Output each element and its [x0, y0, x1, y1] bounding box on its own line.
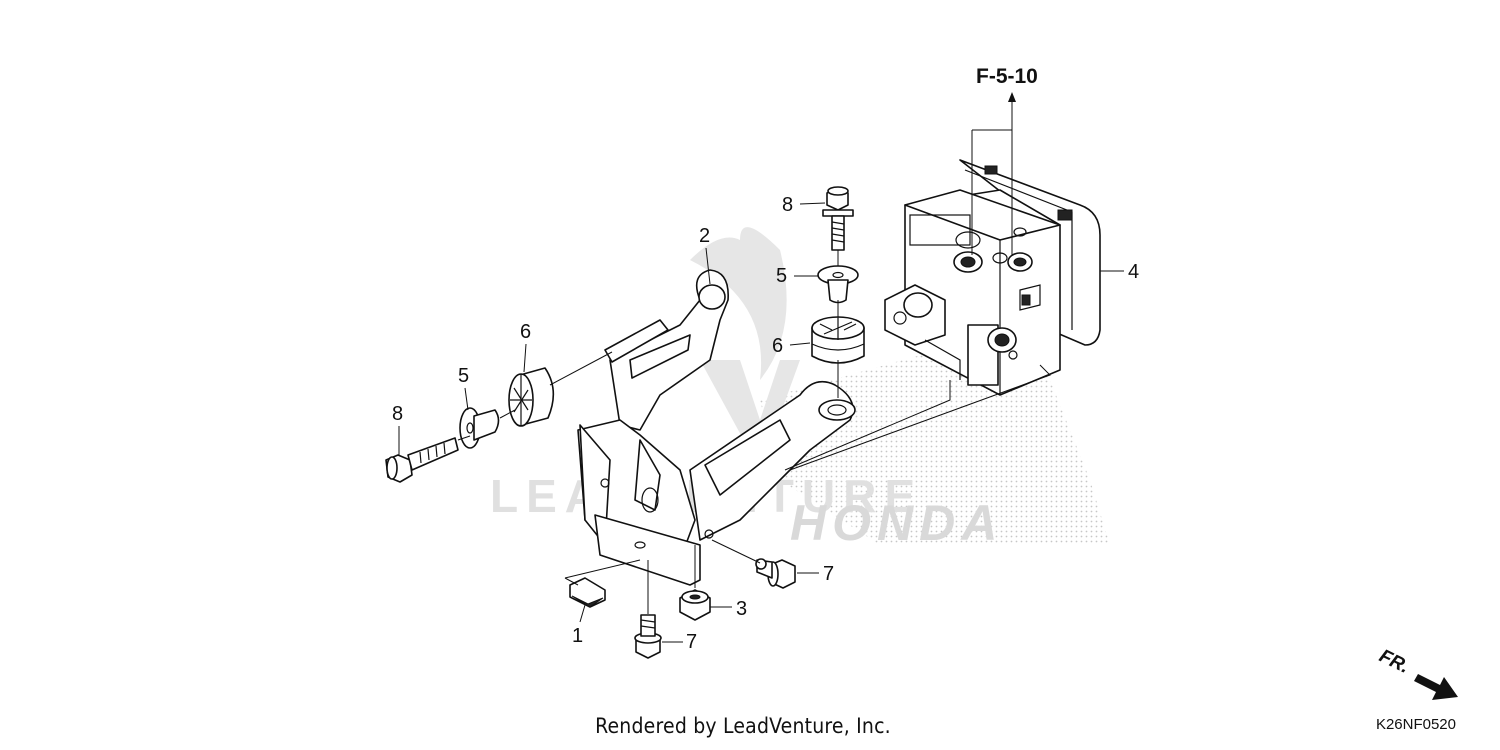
- clip-part-1: [569, 577, 606, 608]
- footer-text: Rendered by LeadVenture, Inc.: [595, 714, 891, 738]
- callout-7-right: 7: [823, 563, 834, 585]
- grommet-part-6-top: [811, 316, 865, 364]
- bolt-part-7-bottom: [634, 614, 662, 659]
- bolt-part-8-top: [822, 186, 854, 251]
- rendered-by-footer: Rendered by LeadVenture, Inc.: [0, 714, 1500, 738]
- abs-modulator-part-4: [884, 159, 1101, 396]
- bolt-part-7-right: [755, 558, 796, 589]
- front-arrow-icon: [1414, 674, 1458, 700]
- bracket-part-2: [577, 269, 1051, 586]
- nut-part-3: [679, 589, 711, 621]
- watermark-honda-text: HONDA: [790, 495, 1003, 551]
- front-direction-indicator: FR.: [1376, 646, 1458, 700]
- callout-2: 2: [699, 225, 710, 247]
- grommet-part-6-left: [508, 367, 555, 427]
- callout-4: 4: [1128, 261, 1139, 283]
- callout-3: 3: [736, 598, 747, 620]
- callouts: 1 2 3 4 5 5 6 6 7 7 8 8: [392, 194, 1139, 653]
- callout-7-bottom: 7: [686, 631, 697, 653]
- collar-part-5-left: [459, 407, 500, 449]
- diagram-code: K26NF0520: [1375, 716, 1456, 733]
- callout-6-left: 6: [520, 321, 531, 343]
- collar-part-5-top: [817, 265, 859, 304]
- reference-leader: [971, 92, 1016, 255]
- callout-8-top: 8: [782, 194, 793, 216]
- callout-8-left: 8: [392, 403, 403, 425]
- callout-6-top: 6: [772, 335, 783, 357]
- callout-5-left: 5: [458, 365, 469, 387]
- bolt-part-8-left: [385, 437, 459, 483]
- front-label: FR.: [1376, 646, 1413, 678]
- callout-5-top: 5: [776, 265, 787, 287]
- reference-label-f-5-10: F-5-10: [976, 65, 1038, 88]
- callout-1: 1: [572, 625, 583, 647]
